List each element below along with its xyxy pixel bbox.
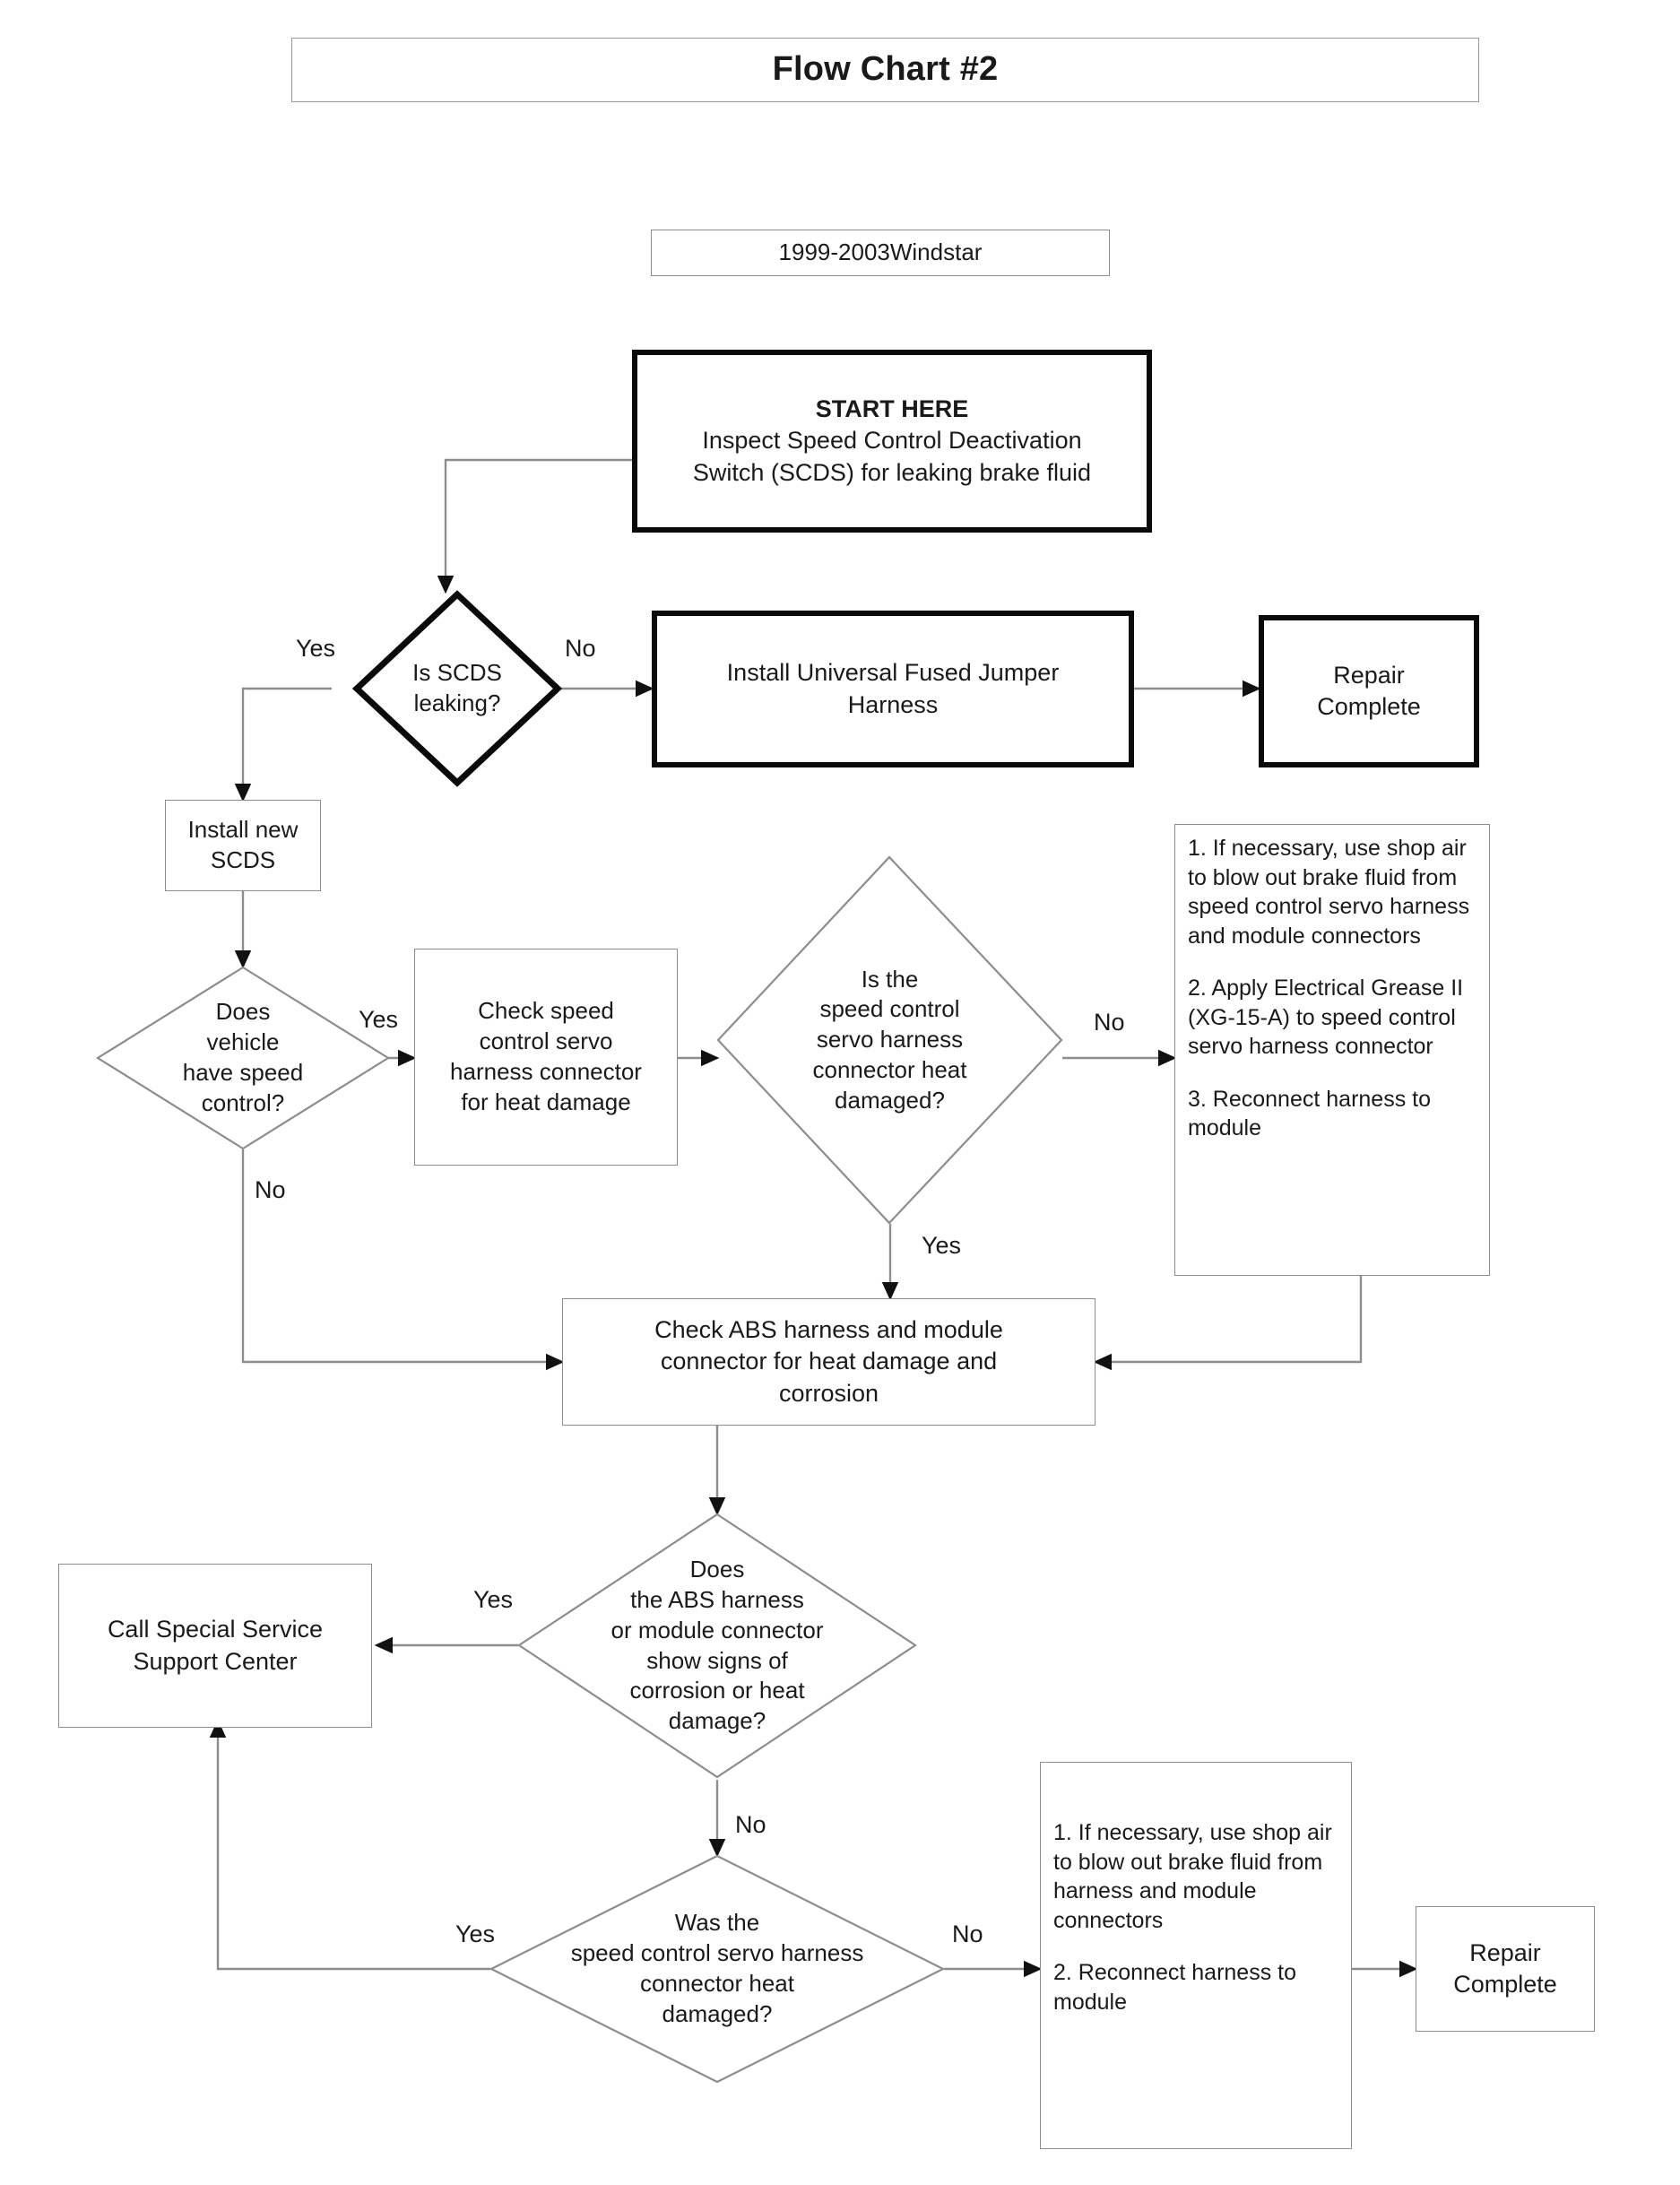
- page-title: Flow Chart #2: [772, 50, 999, 89]
- diamond-shape: [489, 1854, 946, 2084]
- edge-label-abs-no: No: [735, 1811, 766, 1838]
- vehicle-scope-box: 1999-2003Windstar: [651, 230, 1110, 276]
- final-step-1: 1. If necessary, use shop air to blow ou…: [1053, 1820, 1332, 1933]
- check-abs-harness-label: Check ABS harness and module connector f…: [654, 1316, 1003, 1407]
- diamond-shape: [351, 590, 563, 787]
- edge-label-servo-no: No: [1094, 1009, 1125, 1036]
- call-support-center-label: Call Special Service Support Center: [107, 1616, 324, 1675]
- diamond-shape: [517, 1513, 917, 1779]
- chart-title-box: Flow Chart #2: [291, 38, 1479, 102]
- decision-has-speed-control-label: Does vehicle have speed control?: [182, 998, 304, 1116]
- decision-scds-leaking-label: Is SCDS leaking?: [412, 659, 502, 716]
- final-repair-steps-box: 1. If necessary, use shop air to blow ou…: [1040, 1762, 1352, 2149]
- decision-abs-corrosion-label: Does the ABS harness or module connector…: [611, 1556, 824, 1735]
- repair-complete-bottom-box: Repair Complete: [1416, 1906, 1595, 2032]
- edge-label-servo-yes: Yes: [922, 1232, 962, 1259]
- install-jumper-harness-box: Install Universal Fused Jumper Harness: [652, 611, 1134, 767]
- call-support-center-box: Call Special Service Support Center: [58, 1564, 372, 1728]
- start-here-line-2: Switch (SCDS) for leaking brake fluid: [692, 458, 1092, 486]
- decision-servo-heat-damaged-label: Is the speed control servo harness conne…: [812, 965, 967, 1114]
- check-servo-harness-label: Check speed control servo harness connec…: [450, 997, 642, 1115]
- servo-step-2: 2. Apply Electrical Grease II (XG-15-A) …: [1188, 975, 1464, 1059]
- decision-servo-heat-damaged: Is the speed control servo harness conne…: [716, 855, 1063, 1225]
- servo-step-3: 3. Reconnect harness to module: [1188, 1086, 1431, 1141]
- check-abs-harness-box: Check ABS harness and module connector f…: [562, 1298, 1095, 1426]
- install-new-scds-label: Install new SCDS: [187, 816, 299, 873]
- start-here-box: START HERE Inspect Speed Control Deactiv…: [632, 350, 1152, 533]
- edge-label-scds-yes: Yes: [296, 635, 336, 662]
- check-servo-harness-box: Check speed control servo harness connec…: [414, 949, 678, 1166]
- edge-label-speed-yes: Yes: [359, 1006, 399, 1033]
- edge-label-was-yes: Yes: [455, 1921, 496, 1947]
- install-new-scds-box: Install new SCDS: [165, 800, 321, 891]
- install-jumper-harness-label: Install Universal Fused Jumper Harness: [726, 659, 1060, 718]
- decision-scds-leaking: Is SCDS leaking?: [351, 590, 563, 787]
- servo-step-1: 1. If necessary, use shop air to blow ou…: [1188, 836, 1470, 949]
- edge-label-abs-yes: Yes: [473, 1586, 514, 1613]
- servo-repair-steps-box: 1. If necessary, use shop air to blow ou…: [1174, 824, 1490, 1276]
- edge-label-was-no: No: [952, 1921, 983, 1947]
- diamond-shape: [95, 966, 391, 1150]
- diamond-shape: [716, 855, 1063, 1225]
- repair-complete-top-label: Repair Complete: [1317, 661, 1421, 720]
- final-step-2: 2. Reconnect harness to module: [1053, 1960, 1296, 2015]
- decision-was-servo-damaged-label: Was the speed control servo harness conn…: [570, 1909, 864, 2027]
- repair-complete-top-box: Repair Complete: [1259, 615, 1479, 767]
- decision-has-speed-control: Does vehicle have speed control?: [95, 966, 391, 1150]
- decision-was-servo-damaged: Was the speed control servo harness conn…: [489, 1854, 946, 2084]
- repair-complete-bottom-label: Repair Complete: [1453, 1938, 1557, 1998]
- edge-label-scds-no: No: [565, 635, 596, 662]
- edge-label-speed-no: No: [255, 1176, 286, 1203]
- start-here-heading: START HERE: [815, 395, 969, 423]
- start-here-line-1: Inspect Speed Control Deactivation: [702, 427, 1082, 455]
- vehicle-scope-label: 1999-2003Windstar: [778, 238, 983, 266]
- decision-abs-corrosion: Does the ABS harness or module connector…: [517, 1513, 917, 1779]
